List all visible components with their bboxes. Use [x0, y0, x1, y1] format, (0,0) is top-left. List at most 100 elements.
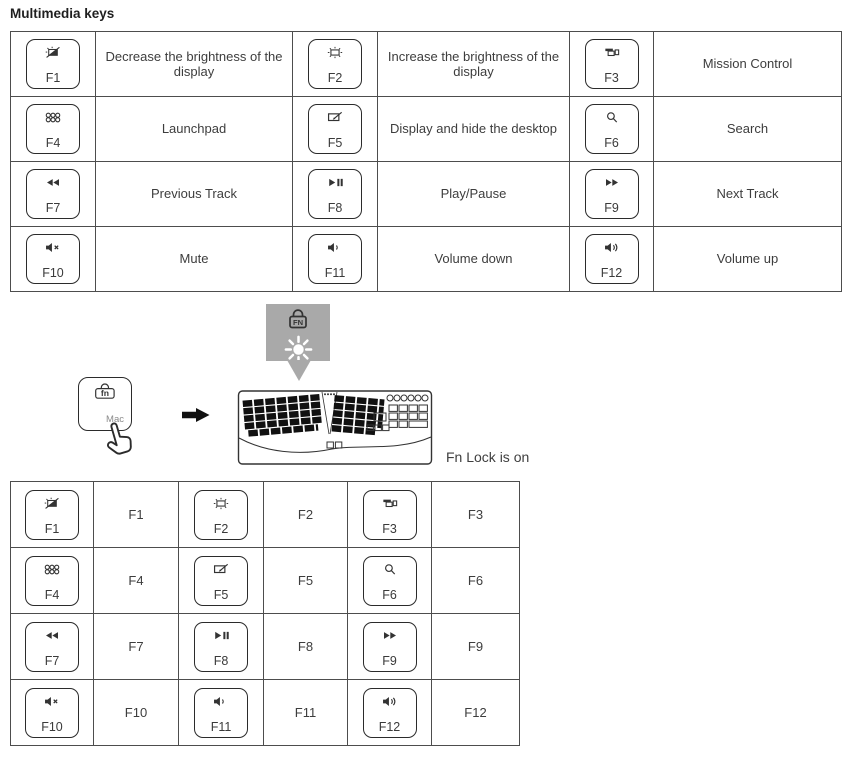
- mapped-key: F2: [264, 482, 348, 548]
- search-icon: [380, 562, 400, 577]
- brightness-down-icon: [43, 45, 63, 60]
- function-description: Next Track: [654, 162, 842, 227]
- key-cell: F12: [570, 227, 654, 292]
- launchpad-icon: [42, 562, 62, 577]
- mapped-key: F8: [264, 614, 348, 680]
- function-description: Decrease the brightness of the display: [96, 32, 293, 97]
- play-pause-icon: [211, 628, 231, 643]
- keycap-f12: F12: [362, 687, 417, 738]
- keycap-f12: F12: [584, 234, 639, 284]
- hand-cursor-icon: [98, 416, 144, 467]
- keycap-label: F9: [382, 653, 397, 668]
- volume-down-icon: [211, 694, 231, 709]
- key-cell: F12: [348, 680, 432, 746]
- volume-up-icon: [602, 240, 622, 255]
- keycap-label: F2: [213, 521, 229, 536]
- mapped-key: F11: [264, 680, 348, 746]
- mapped-key: F6: [432, 548, 520, 614]
- volume-up-icon: [380, 694, 400, 709]
- key-cell: F8: [179, 614, 264, 680]
- keycap-label: F2: [327, 71, 343, 85]
- key-cell: F4: [11, 97, 96, 162]
- fn-key: fn Mac: [78, 377, 132, 431]
- keycap-label: F5: [327, 136, 343, 150]
- keycap-label: F3: [382, 521, 397, 536]
- next-track-icon: [602, 175, 622, 190]
- desktop-icon: [325, 110, 345, 125]
- keycap-f8: F8: [194, 621, 248, 672]
- key-cell: F5: [179, 548, 264, 614]
- keycap-label: F3: [604, 71, 619, 85]
- function-description: Mission Control: [654, 32, 842, 97]
- key-cell: F4: [11, 548, 94, 614]
- keycap-label: F11: [210, 719, 232, 734]
- volume-down-icon: [325, 240, 345, 255]
- right-arrow-icon: [182, 407, 210, 428]
- keycap-label: F7: [44, 653, 60, 668]
- prev-track-icon: [42, 628, 62, 643]
- key-cell: F3: [348, 482, 432, 548]
- keycap-f7: F7: [25, 621, 79, 672]
- key-cell: F11: [179, 680, 264, 746]
- keycap-f9: F9: [362, 621, 417, 672]
- function-description: Increase the brightness of the display: [378, 32, 570, 97]
- fn-lock-callout: FN: [266, 304, 330, 364]
- key-cell: F6: [348, 548, 432, 614]
- play-pause-icon: [325, 175, 345, 190]
- page-title: Multimedia keys: [10, 6, 115, 21]
- keycap-label: F12: [600, 266, 623, 280]
- keycap-f10: F10: [26, 234, 80, 284]
- keycap-label: F10: [42, 266, 64, 280]
- key-cell: F10: [11, 680, 94, 746]
- mapped-key: F10: [94, 680, 179, 746]
- key-cell: F7: [11, 614, 94, 680]
- fn-lock-label: FN: [293, 318, 303, 327]
- keycap-label: F11: [324, 266, 346, 280]
- key-cell: F1: [11, 32, 96, 97]
- brightness-up-icon: [325, 45, 345, 60]
- mission-control-icon: [602, 45, 622, 60]
- key-cell: F6: [570, 97, 654, 162]
- fn-logo-label: fn: [101, 388, 109, 398]
- keycap-f3: F3: [584, 39, 639, 89]
- key-cell: F5: [293, 97, 378, 162]
- keycap-f7: F7: [26, 169, 80, 219]
- keycap-f9: F9: [584, 169, 639, 219]
- keycap-label: F6: [604, 136, 619, 150]
- keycap-label: F4: [45, 136, 61, 150]
- keycap-f10: F10: [25, 687, 79, 738]
- key-cell: F1: [11, 482, 94, 548]
- keycap-label: F1: [44, 521, 60, 536]
- function-description: Launchpad: [96, 97, 293, 162]
- keycap-f4: F4: [25, 555, 79, 606]
- keycap-f2: F2: [308, 39, 362, 89]
- mapped-key: F9: [432, 614, 520, 680]
- keycap-f11: F11: [308, 234, 362, 284]
- keyboard-illustration: [237, 378, 433, 473]
- key-cell: F2: [293, 32, 378, 97]
- brightness-up-icon: [211, 496, 231, 511]
- keycap-f8: F8: [308, 169, 362, 219]
- multimedia-keys-table: F1 Decrease the brightness of the displa…: [10, 31, 842, 292]
- keycap-label: F8: [213, 653, 229, 668]
- keycap-f11: F11: [194, 687, 248, 738]
- keycap-f5: F5: [194, 555, 248, 606]
- function-description: Mute: [96, 227, 293, 292]
- key-cell: F9: [348, 614, 432, 680]
- keycap-f4: F4: [26, 104, 80, 154]
- brightness-down-icon: [42, 496, 62, 511]
- keycap-label: F6: [382, 587, 397, 602]
- fn-lock-padlock-icon: FN: [285, 307, 311, 335]
- desktop-icon: [211, 562, 231, 577]
- function-description: Display and hide the desktop: [378, 97, 570, 162]
- keycap-label: F1: [45, 71, 61, 85]
- keycap-f5: F5: [308, 104, 362, 154]
- keycap-label: F7: [45, 201, 61, 215]
- keycap-f6: F6: [584, 104, 639, 154]
- key-cell: F10: [11, 227, 96, 292]
- launchpad-icon: [43, 110, 63, 125]
- mapped-key: F12: [432, 680, 520, 746]
- keycap-label: F5: [213, 587, 229, 602]
- keycap-label: F8: [327, 201, 343, 215]
